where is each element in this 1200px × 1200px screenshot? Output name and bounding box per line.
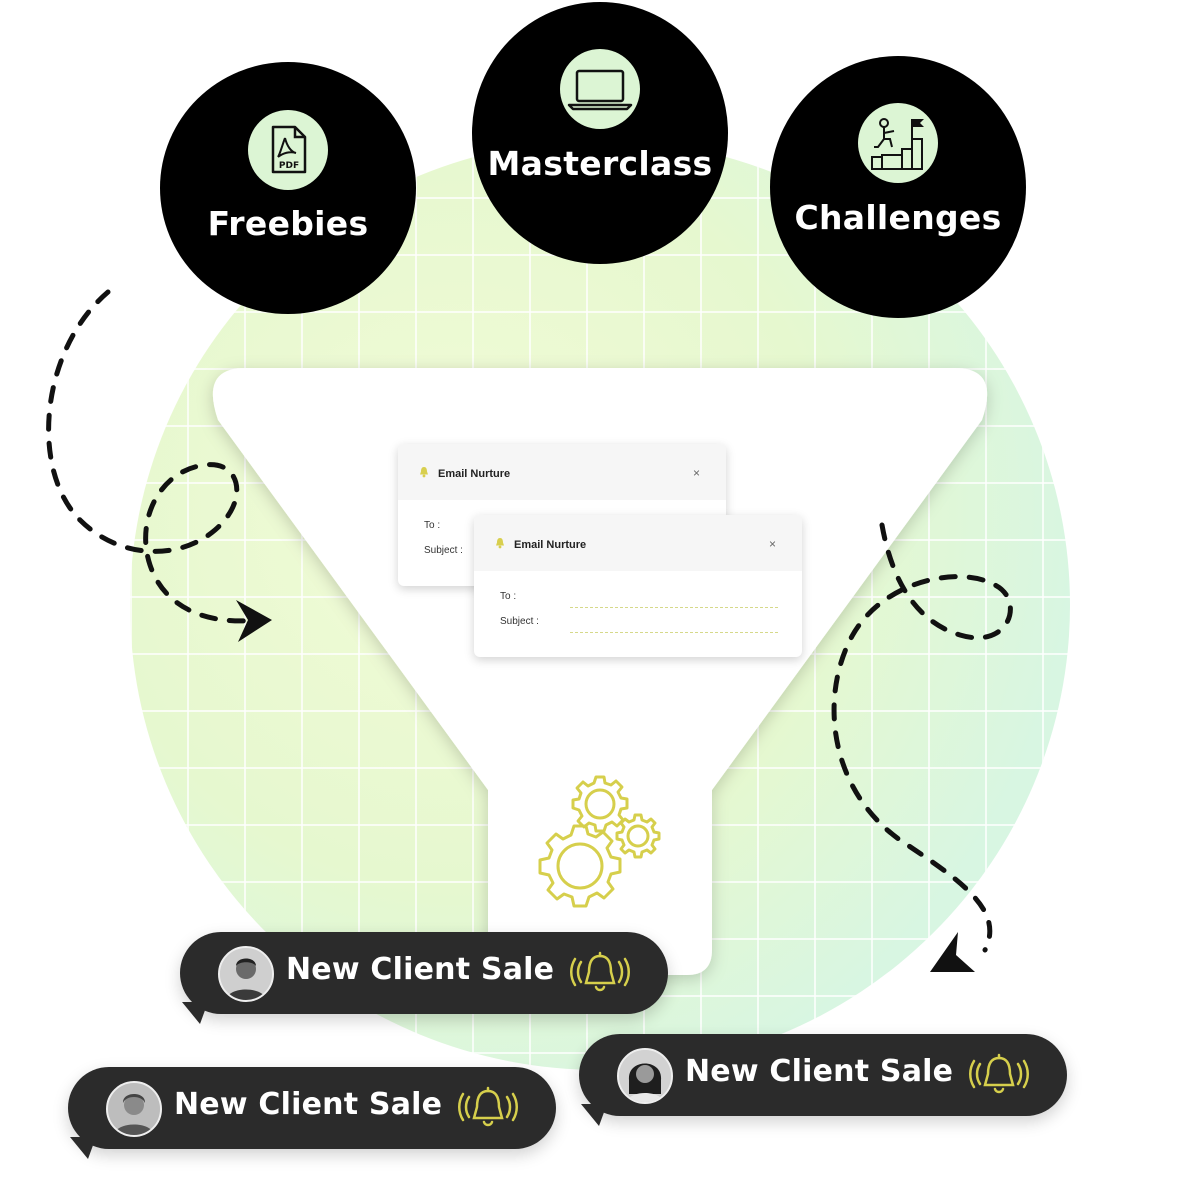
- subject-field[interactable]: [570, 632, 778, 633]
- sale-label: New Client Sale: [685, 1054, 954, 1089]
- gears-icon: [538, 775, 661, 908]
- svg-text:PDF: PDF: [279, 161, 299, 171]
- bell-ringing-icon: [458, 1086, 518, 1127]
- email-nurture-card[interactable]: Email Nurture × To : Subject :: [474, 515, 802, 657]
- avatar: [106, 1081, 162, 1137]
- new-client-sale-notification[interactable]: New Client Sale: [572, 1034, 1067, 1126]
- to-field[interactable]: [570, 607, 778, 608]
- close-icon[interactable]: ×: [692, 466, 700, 480]
- new-client-sale-notification[interactable]: New Client Sale: [173, 932, 668, 1024]
- avatar: [218, 946, 274, 1002]
- climbing-steps-icon: [858, 103, 938, 183]
- avatar: [617, 1048, 673, 1104]
- bell-ringing-icon: [969, 1053, 1029, 1094]
- category-freebies[interactable]: PDF Freebies: [160, 62, 416, 314]
- sale-label: New Client Sale: [174, 1087, 443, 1122]
- category-label: Freebies: [207, 204, 369, 243]
- to-label: To :: [424, 520, 441, 531]
- pdf-file-icon: PDF: [248, 110, 328, 190]
- arrow-head-right: [930, 932, 975, 972]
- bell-icon: [496, 538, 504, 549]
- sale-label: New Client Sale: [286, 952, 555, 987]
- card-header: [474, 515, 802, 571]
- card-title: Email Nurture: [438, 468, 511, 480]
- card-title: Email Nurture: [514, 539, 587, 551]
- category-label: Masterclass: [487, 144, 713, 183]
- new-client-sale-notification[interactable]: New Client Sale: [61, 1067, 556, 1159]
- subject-label: Subject :: [500, 616, 539, 627]
- subject-label: Subject :: [424, 545, 463, 556]
- bell-ringing-icon: [570, 951, 630, 992]
- laptop-icon: [560, 49, 640, 129]
- card-header: [398, 444, 726, 500]
- close-icon[interactable]: ×: [768, 537, 776, 551]
- category-label: Challenges: [794, 198, 1002, 237]
- arrow-head-left: [236, 600, 272, 642]
- category-masterclass[interactable]: Masterclass: [472, 2, 728, 264]
- category-challenges[interactable]: Challenges: [770, 56, 1026, 318]
- bell-icon: [420, 467, 428, 478]
- to-label: To :: [500, 591, 517, 602]
